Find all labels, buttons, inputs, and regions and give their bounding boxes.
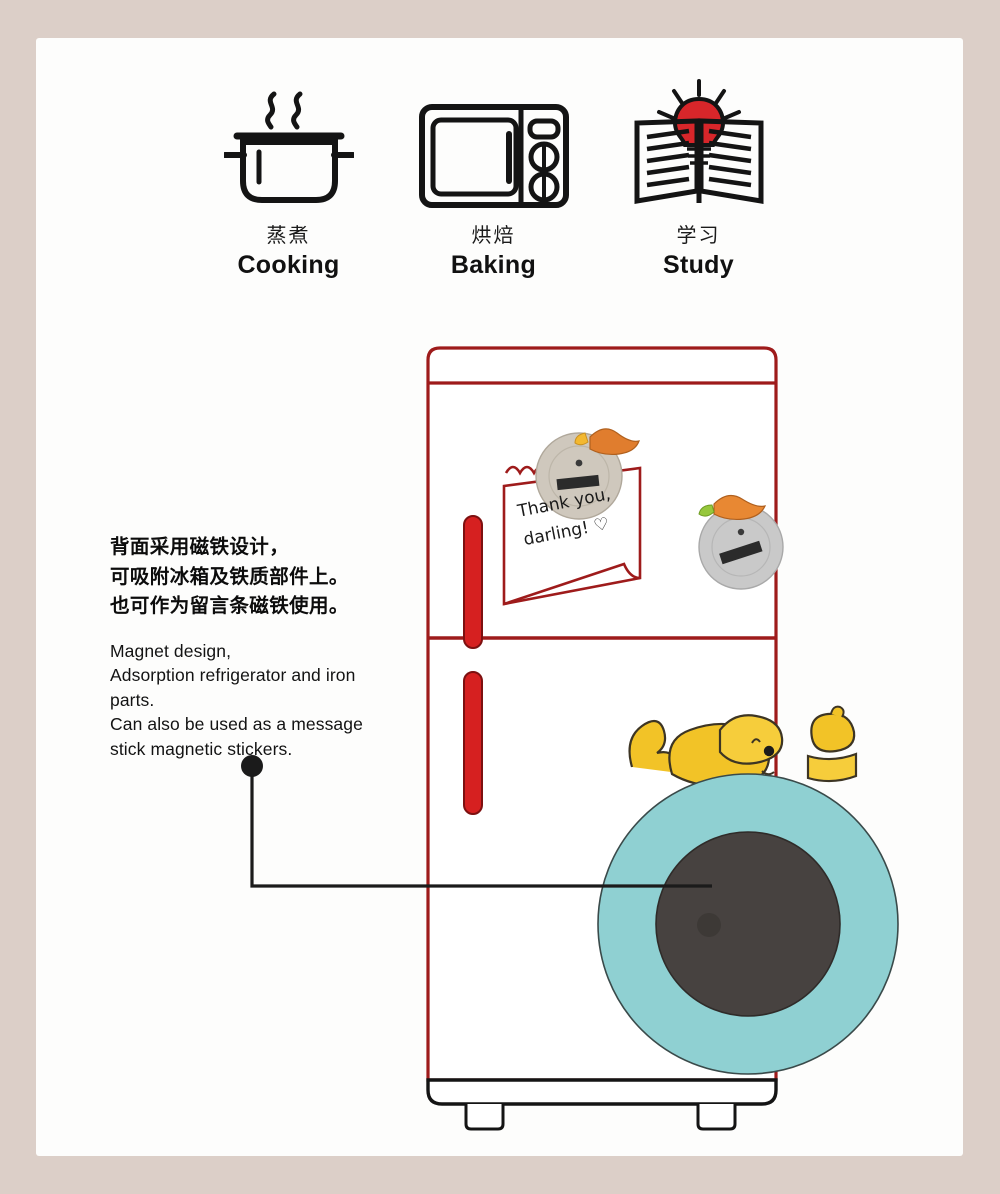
open-book-bulb-icon [629, 76, 769, 211]
feature-study: 学习 Study [596, 76, 801, 278]
white-canvas: 蒸煮 Cooking [36, 38, 963, 1156]
feature-baking: 烘焙 Baking [391, 76, 596, 278]
description-en-line-5: stick magnetic stickers. [110, 738, 293, 759]
refrigerator-base [426, 1078, 778, 1131]
feature-label-cn: 烘焙 [471, 223, 516, 247]
feature-label-en: Study [663, 251, 734, 279]
description-en-line-2: Adsorption refrigerator and iron [110, 665, 356, 686]
description-block: 背面采用磁铁设计， 可吸附冰箱及铁质部件上。 也可作为留言条磁铁使用。 Magn… [110, 532, 440, 761]
squirrel-magnet-beige [535, 428, 640, 520]
description-en-line-1: Magnet design, [110, 640, 232, 661]
description-en-line-4: Can also be used as a message [110, 714, 363, 735]
description-en-line-3: parts. [110, 689, 155, 710]
feature-label-cn: 学习 [676, 223, 721, 247]
description-cn-line-3: 也可作为留言条磁铁使用。 [110, 594, 349, 618]
feature-label-en: Baking [450, 251, 537, 279]
squirrel-magnet-silver [698, 494, 784, 590]
feature-label-cn: 蒸煮 [266, 223, 311, 247]
description-english: Magnet design, Adsorption refrigerator a… [110, 639, 440, 762]
microwave-icon [418, 76, 570, 211]
magnet-back-closeup [597, 705, 899, 1075]
feature-cooking: 蒸煮 Cooking [186, 76, 391, 278]
feature-icon-row: 蒸煮 Cooking [36, 76, 963, 278]
feature-label-en: Cooking [237, 251, 340, 279]
description-chinese: 背面采用磁铁设计， 可吸附冰箱及铁质部件上。 也可作为留言条磁铁使用。 [110, 532, 440, 621]
steaming-pot-icon [223, 76, 354, 211]
description-cn-line-1: 背面采用磁铁设计， [110, 535, 290, 558]
scene-illustration [426, 346, 899, 1131]
description-cn-line-2: 可吸附冰箱及铁质部件上。 [110, 564, 349, 588]
